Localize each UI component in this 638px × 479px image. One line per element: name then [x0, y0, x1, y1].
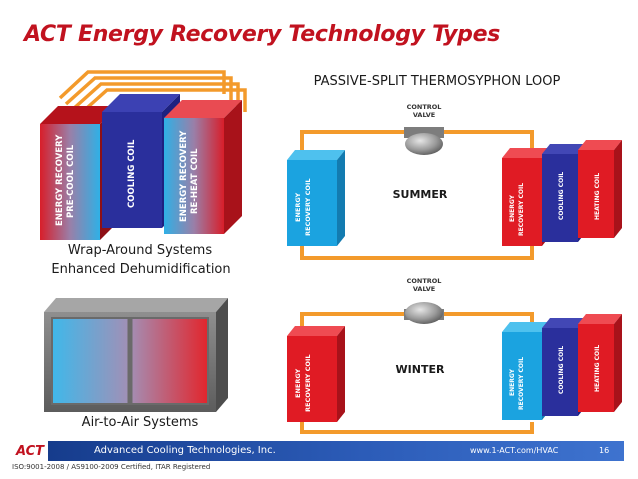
thermosyphon-heading: PASSIVE-SPLIT THERMOSYPHON LOOP	[313, 74, 561, 89]
summer-right-recovery-label-2: RECOVERY COIL	[518, 183, 525, 236]
winter-control-valve	[404, 302, 444, 324]
air-to-air-caption: Air-to-Air Systems	[81, 415, 199, 430]
summer-valve-label-1: CONTROL	[407, 103, 442, 111]
wrap-around-diagram: ENERGY RECOVERY PRE-COOL COIL COOLING CO…	[40, 70, 247, 240]
winter-heating-coil-label: HEATING COIL	[594, 345, 601, 392]
cooling-coil-left-label: COOLING COIL	[127, 139, 137, 208]
act-logo: ACT	[12, 440, 48, 460]
winter-valve-label-2: VALVE	[413, 285, 435, 293]
winter-valve-label-1: CONTROL	[407, 277, 442, 285]
slide-title: ACT Energy Recovery Technology Types	[24, 22, 501, 47]
wrap-around-pipes	[58, 70, 247, 118]
footer-company: Advanced Cooling Technologies, Inc.	[94, 445, 276, 456]
summer-valve-label-2: VALVE	[413, 111, 435, 119]
summer-heating-coil-label: HEATING COIL	[594, 173, 601, 220]
summer-season-label: SUMMER	[393, 188, 448, 201]
winter-left-coil-label-2: RECOVERY COIL	[304, 354, 312, 412]
air-to-air-diagram	[44, 298, 228, 412]
winter-left-coil-label-1: ENERGY	[294, 368, 302, 398]
footer-bar	[48, 441, 624, 461]
winter-left-recovery-coil	[287, 326, 345, 422]
footer-certification: ISO:9001-2008 / AS9100-2009 Certified, I…	[12, 463, 211, 471]
reheat-coil	[164, 100, 242, 234]
winter-loop: CONTROL VALVE ENERGY RECOVERY COIL WINTE…	[287, 277, 622, 434]
precool-coil-label-1: ENERGY RECOVERY	[55, 134, 65, 226]
precool-coil-label-2: PRE-COOL COIL	[66, 144, 76, 218]
footer-url[interactable]: www.1-ACT.com/HVAC	[470, 446, 559, 455]
summer-cooling-coil-label: COOLING COIL	[558, 172, 565, 220]
winter-season-label: WINTER	[396, 363, 445, 376]
summer-pipes	[300, 130, 534, 260]
summer-loop: CONTROL VALVE ENERGY RECOVERY COIL SUMME…	[287, 103, 622, 260]
winter-right-recovery-label-1: ENERGY	[509, 368, 516, 396]
winter-heating-coil	[578, 314, 622, 412]
page-number: 16	[599, 446, 610, 455]
summer-right-recovery-label-1: ENERGY	[509, 194, 516, 222]
winter-cooling-coil-label: COOLING COIL	[558, 346, 565, 394]
summer-heating-coil	[578, 140, 622, 238]
wrap-around-caption-line1: Wrap-Around Systems	[67, 243, 213, 258]
summer-left-coil-label-1: ENERGY	[294, 192, 302, 222]
summer-control-valve	[404, 127, 444, 155]
act-logo-text: ACT	[15, 444, 45, 459]
summer-left-coil-label-2: RECOVERY COIL	[304, 178, 312, 236]
summer-left-recovery-coil	[287, 150, 345, 246]
winter-right-recovery-label-2: RECOVERY COIL	[518, 357, 525, 410]
reheat-coil-label-2: RE-HEAT COIL	[190, 148, 200, 214]
reheat-coil-label-1: ENERGY RECOVERY	[179, 130, 189, 222]
wrap-around-caption-line2: Enhanced Dehumidification	[51, 262, 231, 277]
